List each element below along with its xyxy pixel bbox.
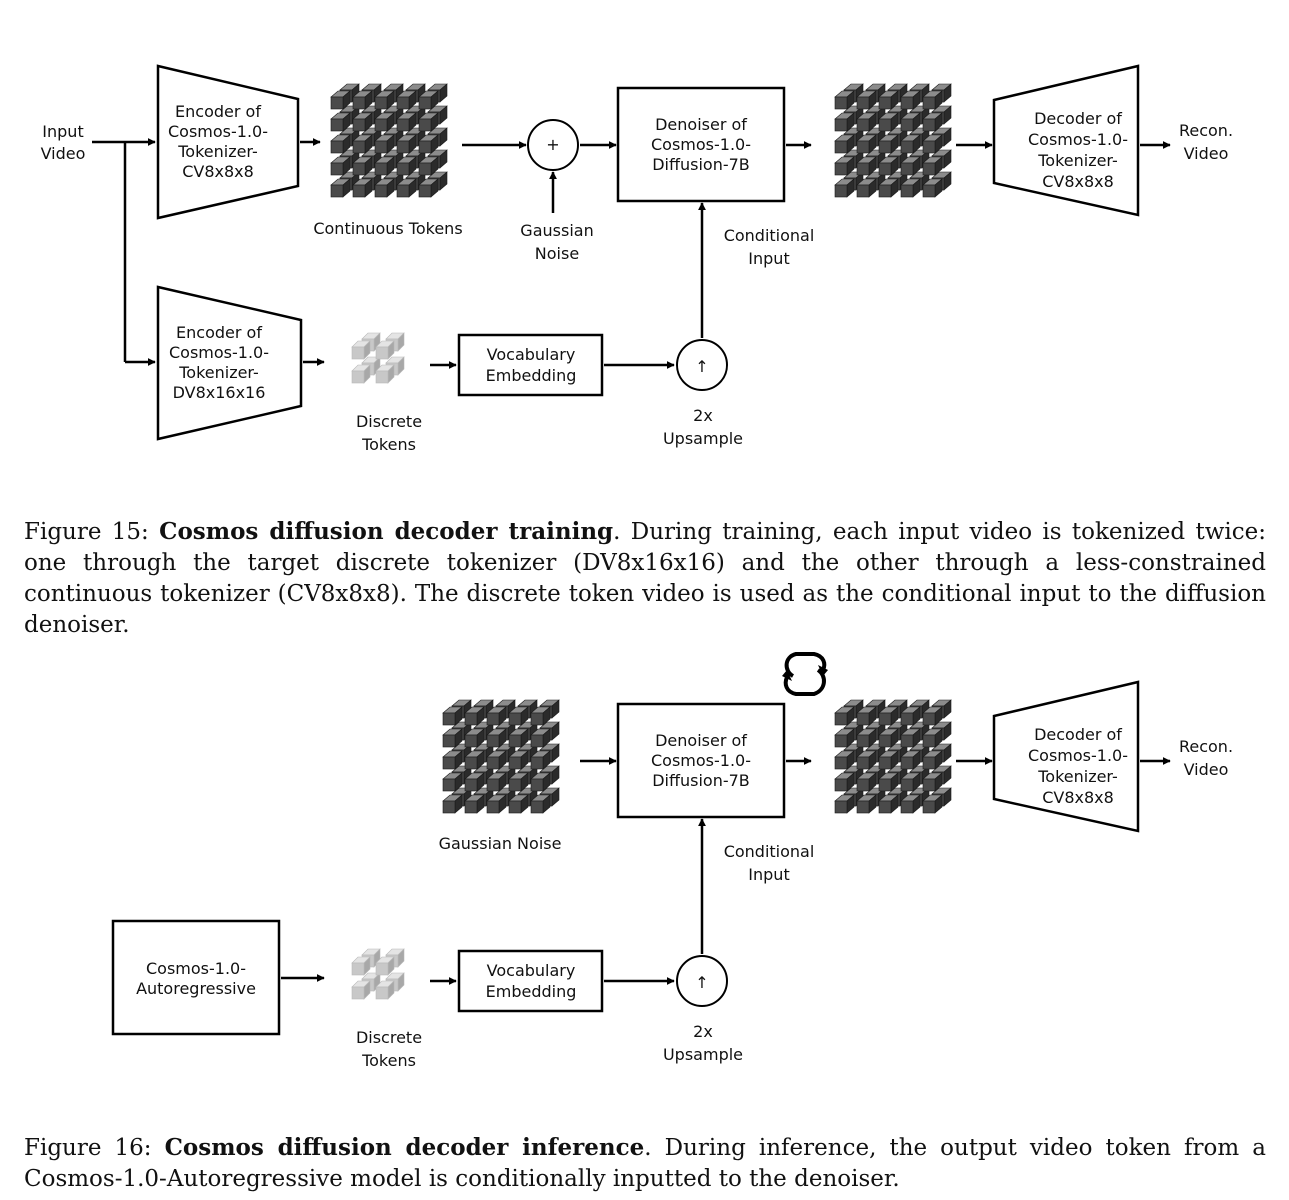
denoiser-line3: Diffusion-7B — [652, 155, 750, 174]
vocab-embedding-line1: Vocabulary — [487, 345, 576, 364]
token-cube — [351, 364, 371, 384]
input-video-label: Input Video — [41, 122, 86, 163]
upsample-line2: Upsample — [663, 1045, 743, 1064]
token-cube — [351, 340, 371, 360]
up-arrow-icon: ↑ — [695, 357, 708, 376]
encoder-cv-line2: Cosmos-1.0- — [168, 122, 268, 141]
encoder-cv-line1: Encoder of — [175, 102, 261, 121]
discrete-tokens-line2: Tokens — [361, 435, 416, 454]
decoder-line2: Cosmos-1.0- — [1028, 746, 1128, 765]
output-tokens-cubes — [834, 699, 952, 814]
encoder-dv-line4: DV8x16x16 — [173, 383, 266, 402]
continuous-tokens-label: Continuous Tokens — [313, 219, 462, 238]
denoiser-line1: Denoiser of — [655, 731, 747, 750]
input-video-label-line2: Video — [41, 144, 86, 163]
gaussian-noise-line1: Gaussian — [520, 221, 593, 240]
token-cube — [330, 178, 351, 198]
token-cube — [834, 794, 855, 814]
caption-prefix: Figure 15: — [24, 519, 160, 545]
figure-16-caption: Figure 16: Cosmos diffusion decoder infe… — [24, 1132, 1266, 1195]
encoder-cv-trapezoid — [156, 64, 300, 220]
loop-icon — [782, 652, 828, 696]
decoder-trapezoid — [992, 680, 1140, 833]
recon-video-line2: Video — [1184, 760, 1229, 779]
vocab-embedding-line2: Embedding — [486, 366, 577, 385]
conditional-input-line2: Input — [748, 865, 789, 884]
vocab-embedding-line2: Embedding — [486, 982, 577, 1001]
caption-body: . During inference, the output video tok… — [24, 1135, 1266, 1192]
conditional-input-line1: Conditional — [724, 226, 815, 245]
output-tokens-cubes — [834, 83, 952, 198]
plus-icon: + — [546, 135, 559, 154]
autoregressive-line2: Autoregressive — [136, 979, 256, 998]
continuous-tokens-cubes — [330, 83, 448, 198]
encoder-cv-line4: CV8x8x8 — [182, 162, 254, 181]
caption-title: Cosmos diffusion decoder training — [159, 518, 614, 545]
figure-15-caption: Figure 15: Cosmos diffusion decoder trai… — [24, 516, 1266, 641]
recon-video-line1: Recon. — [1179, 737, 1233, 756]
denoiser-line2: Cosmos-1.0- — [651, 751, 751, 770]
gaussian-noise-label: Gaussian Noise — [439, 834, 562, 853]
discrete-tokens-line1: Discrete — [356, 1028, 422, 1047]
encoder-cv-line3: Tokenizer- — [177, 142, 258, 161]
denoiser-box — [616, 86, 786, 203]
autoregressive-line1: Cosmos-1.0- — [146, 959, 246, 978]
decoder-line1: Decoder of — [1034, 725, 1122, 744]
conditional-input-line1: Conditional — [724, 842, 815, 861]
decoder-line3: Tokenizer- — [1037, 151, 1118, 170]
input-video-label-line1: Input — [42, 122, 83, 141]
caption-title: Cosmos diffusion decoder inference — [164, 1134, 645, 1161]
figure-15: Input Video Encoder of Cosmos-1.0- Token… — [41, 64, 1233, 454]
decoder-line4: CV8x8x8 — [1042, 788, 1114, 807]
decoder-line3: Tokenizer- — [1037, 767, 1118, 786]
decoder-line1: Decoder of — [1034, 109, 1122, 128]
caption-body: . During training, each input video is t… — [24, 519, 1266, 638]
recon-video-line2: Video — [1184, 144, 1229, 163]
discrete-tokens-line2: Tokens — [361, 1051, 416, 1070]
conditional-input-line2: Input — [748, 249, 789, 268]
gaussian-noise-cubes — [442, 699, 560, 814]
vocab-embedding-box — [457, 333, 604, 397]
decoder-line4: CV8x8x8 — [1042, 172, 1114, 191]
denoiser-box — [616, 702, 786, 819]
discrete-tokens-cubes — [351, 948, 405, 1000]
vocab-embedding-line1: Vocabulary — [487, 961, 576, 980]
encoder-dv-line1: Encoder of — [176, 323, 262, 342]
up-arrow-icon: ↑ — [695, 973, 708, 992]
upsample-line1: 2x — [693, 1022, 713, 1041]
encoder-dv-trapezoid — [156, 285, 303, 441]
decoder-line2: Cosmos-1.0- — [1028, 130, 1128, 149]
encoder-dv-line3: Tokenizer- — [178, 363, 259, 382]
discrete-tokens-cubes — [351, 332, 405, 384]
token-cube — [834, 178, 855, 198]
denoiser-line3: Diffusion-7B — [652, 771, 750, 790]
add-node-circle — [527, 119, 579, 171]
caption-prefix: Figure 16: — [24, 1135, 165, 1161]
token-cube — [442, 794, 463, 814]
gaussian-noise-line2: Noise — [535, 244, 579, 263]
figure-16: Gaussian Noise Denoiser of Cosmos-1.0- D… — [111, 652, 1233, 1070]
discrete-tokens-line1: Discrete — [356, 412, 422, 431]
upsample-line2: Upsample — [663, 429, 743, 448]
upsample-node-circle — [676, 339, 728, 391]
encoder-dv-line2: Cosmos-1.0- — [169, 343, 269, 362]
denoiser-line2: Cosmos-1.0- — [651, 135, 751, 154]
denoiser-line1: Denoiser of — [655, 115, 747, 134]
upsample-line1: 2x — [693, 406, 713, 425]
upsample-node-circle — [676, 955, 728, 1007]
autoregressive-box — [111, 919, 281, 1036]
decoder-trapezoid — [992, 64, 1140, 217]
vocab-embedding-box — [457, 949, 604, 1013]
token-cube — [351, 980, 371, 1000]
token-cube — [351, 956, 371, 976]
recon-video-line1: Recon. — [1179, 121, 1233, 140]
